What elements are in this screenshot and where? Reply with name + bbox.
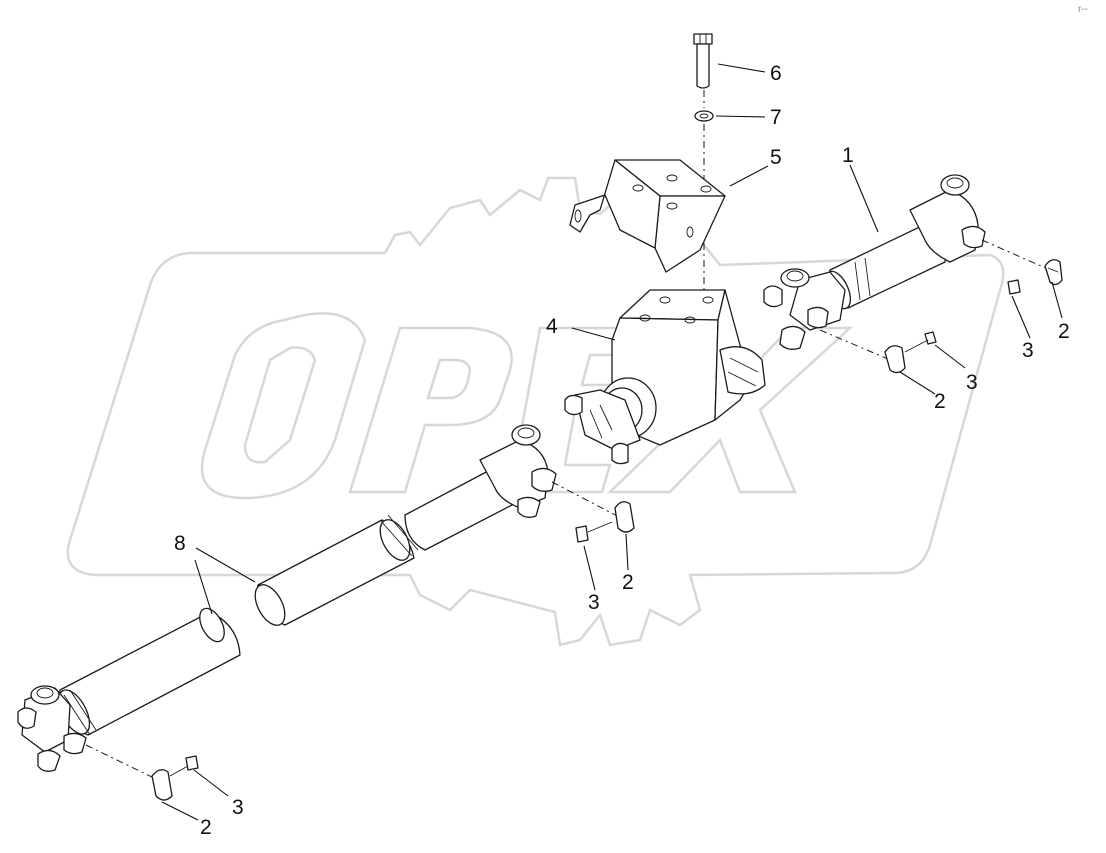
callout-4: 4 xyxy=(546,315,558,338)
bolt-middle xyxy=(575,521,613,543)
callout-3-lower: 3 xyxy=(232,796,244,819)
tube-part-8 xyxy=(57,607,241,736)
callout-2-upper-mid: 2 xyxy=(934,390,946,413)
watermark-gear-logo xyxy=(66,176,1005,647)
callout-1: 1 xyxy=(842,144,854,167)
center-bearing-part-4 xyxy=(564,289,766,465)
callout-3-upper-right: 3 xyxy=(1022,339,1034,362)
leader-lines xyxy=(161,63,1063,821)
bolt-part-6 xyxy=(693,33,713,89)
callout-6: 6 xyxy=(770,62,782,85)
centerline-middle xyxy=(551,481,626,521)
yoke-lower-left xyxy=(17,685,87,772)
callout-7: 7 xyxy=(770,106,782,129)
bracket-part-5 xyxy=(569,159,726,273)
callout-8: 8 xyxy=(174,532,186,555)
callout-2-lower: 2 xyxy=(200,816,212,839)
centerline-upper-left xyxy=(819,329,896,363)
strap-clamp-upper-right xyxy=(1044,259,1063,286)
washer-part-7 xyxy=(694,110,714,122)
strap-clamp-lower xyxy=(151,769,173,801)
callout-3-middle: 3 xyxy=(588,591,600,614)
corner-mark: r-- xyxy=(1078,4,1088,15)
callout-5: 5 xyxy=(770,146,782,169)
strap-clamp-middle xyxy=(614,501,635,533)
driveshaft-middle xyxy=(254,424,557,626)
bolt-upper-right xyxy=(1007,279,1021,295)
strap-clamp-upper-mid xyxy=(884,345,906,374)
bolt-upper-mid xyxy=(904,331,937,353)
callout-numbers: 6 7 5 1 4 8 2 3 3 2 2 3 3 2 xyxy=(174,62,1070,839)
callout-2-middle: 2 xyxy=(622,571,634,594)
centerline-lower xyxy=(85,744,159,781)
bolt-lower xyxy=(169,755,199,777)
centerline-upper-right xyxy=(981,239,1051,271)
callout-2-upper-right: 2 xyxy=(1058,320,1070,343)
driveshaft-part-1 xyxy=(763,174,986,350)
callout-3-upper-mid: 3 xyxy=(966,371,978,394)
